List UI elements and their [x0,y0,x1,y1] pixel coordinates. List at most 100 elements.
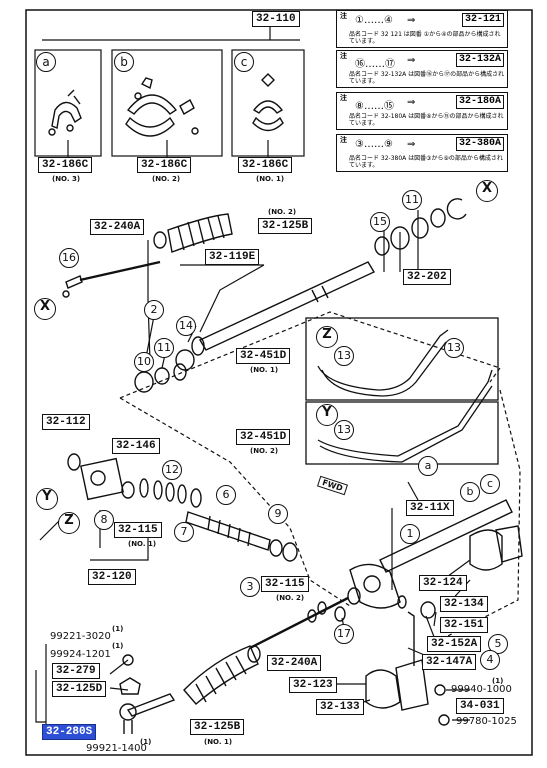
rack-housing [349,499,523,609]
callout-b[interactable]: b [460,482,480,502]
part-32-125B-upper-no: (NO. 2) [268,208,297,216]
callout-a[interactable]: a [418,456,438,476]
part-32-451D-no1[interactable]: 32-451D [236,348,291,364]
part-32-451D-no2-no: (NO. 2) [250,447,279,455]
part-32-115-no2[interactable]: 32-115 [261,576,309,592]
callout-17[interactable]: 17 [334,624,354,644]
callout-13-a[interactable]: 13 [334,346,354,366]
bolt-99940-qty: (1) [492,677,504,685]
inset-c-no: (NO. 1) [256,175,285,183]
part-32-147A[interactable]: 32-147A [422,654,477,670]
callout-12[interactable]: 12 [162,460,182,480]
callout-Y-pipe[interactable]: Y [316,404,338,426]
inset-c-part[interactable]: 32-186C [238,157,293,173]
callout-X-left[interactable]: X [34,298,56,320]
part-32-125B-upper[interactable]: 32-125B [258,218,313,234]
callout-2[interactable]: 2 [144,300,164,320]
upper-boot [153,213,233,253]
part-32-146[interactable]: 32-146 [112,438,160,454]
note-tag: 注 [340,136,347,144]
callout-4[interactable]: 4 [480,650,500,670]
part-32-115-no1[interactable]: 32-115 [114,522,162,538]
bolt-99940[interactable]: 99940-1000 [451,684,512,695]
callout-6[interactable]: 6 [216,485,236,505]
callout-14[interactable]: 14 [176,316,196,336]
part-32-11X[interactable]: 32-11X [406,500,454,516]
callout-15[interactable]: 15 [370,212,390,232]
part-32-115-no1-no: (NO. 1) [128,540,157,548]
callout-13-b[interactable]: 13 [444,338,464,358]
note-part[interactable]: 32-121 [461,13,504,27]
main-assembly-label[interactable]: 32-110 [252,11,300,27]
part-32-115-no2-no: (NO. 2) [276,594,305,602]
part-32-134[interactable]: 32-134 [440,596,488,612]
callout-9[interactable]: 9 [268,504,288,524]
n99221-qty: (1) [112,625,124,633]
part-32-112[interactable]: 32-112 [42,414,90,430]
inset-b-clamp [125,77,199,137]
inset-b-marker: b [114,52,134,72]
part-32-133[interactable]: 32-133 [316,699,364,715]
callout-X-right[interactable]: X [476,180,498,202]
callout-10[interactable]: 10 [134,352,154,372]
note-part[interactable]: 32-132A [455,53,504,67]
lower-boot [183,645,261,705]
part-32-240A-upper[interactable]: 32-240A [90,219,145,235]
callout-3[interactable]: 3 [240,577,260,597]
part-32-240A-lower[interactable]: 32-240A [267,655,322,671]
callout-11-upper[interactable]: 11 [402,190,422,210]
note-desc: 品名コード 32-180A は図番⑧から⑮の部品から構成されています。 [349,113,504,127]
pipe-no2 [305,369,499,465]
part-34-031[interactable]: 34-031 [456,698,504,714]
note-2: 注 ⑯……⑰ ⇒ 32-132A 品名コード 32-132A は図番⑯から⑰の部… [336,50,508,88]
part-32-125D[interactable]: 32-125D [52,681,107,697]
n99921-qty: (1) [140,738,152,746]
part-32-151[interactable]: 32-151 [440,617,488,633]
part-32-451D-no1-no: (NO. 1) [250,366,279,374]
note-arrow: ⇒ [407,139,416,150]
part-32-125B-lower[interactable]: 32-125B [190,719,245,735]
note-3: 注 ⑧……⑮ ⇒ 32-180A 品名コード 32-180A は図番⑧から⑮の部… [336,92,508,130]
note-tag: 注 [340,52,347,60]
callout-Z-left[interactable]: Z [58,512,80,534]
nut-99921[interactable]: 99921-1400 [86,743,147,754]
part-32-279[interactable]: 32-279 [52,663,100,679]
inset-a-part[interactable]: 32-186C [38,157,93,173]
note-part[interactable]: 32-180A [455,95,504,109]
inset-a-no: (NO. 3) [52,175,81,183]
note-range: ⑯……⑰ [355,59,395,70]
part-32-123[interactable]: 32-123 [289,677,337,693]
part-32-120[interactable]: 32-120 [88,569,136,585]
callout-16[interactable]: 16 [59,248,79,268]
pin-99924[interactable]: 99924-1201 [50,649,111,660]
part-32-152A[interactable]: 32-152A [427,636,482,652]
inset-a-clamp [48,89,82,136]
callout-13-c[interactable]: 13 [334,420,354,440]
bolt-99780[interactable]: 99780-1025 [456,716,517,727]
callout-1[interactable]: 1 [400,524,420,544]
inset-b-no: (NO. 2) [152,175,181,183]
callout-Y-left[interactable]: Y [36,488,58,510]
part-32-202[interactable]: 32-202 [403,269,451,285]
note-part[interactable]: 32-380A [455,137,504,151]
part-32-119E[interactable]: 32-119E [205,249,260,265]
callout-7[interactable]: 7 [174,522,194,542]
callout-Z-pipe[interactable]: Z [316,326,338,348]
small-parts-left [134,363,187,393]
part-32-124[interactable]: 32-124 [419,575,467,591]
pinion-shaft [185,511,298,562]
nut-99221[interactable]: 99221-3020 [50,631,111,642]
part-32-451D-no2[interactable]: 32-451D [236,429,291,445]
lower-brackets [365,595,450,726]
inset-a-marker: a [36,52,56,72]
callout-8[interactable]: 8 [94,510,114,530]
note-tag: 注 [340,94,347,102]
note-range: ③……⑨ [355,139,393,150]
part-32-280S-selected[interactable]: 32-280S [42,724,97,740]
inset-b-part[interactable]: 32-186C [137,157,192,173]
callout-c[interactable]: c [480,474,500,494]
pinion-housing [67,453,202,508]
lower-tie-rod [249,587,361,650]
callout-11-lower[interactable]: 11 [154,338,174,358]
